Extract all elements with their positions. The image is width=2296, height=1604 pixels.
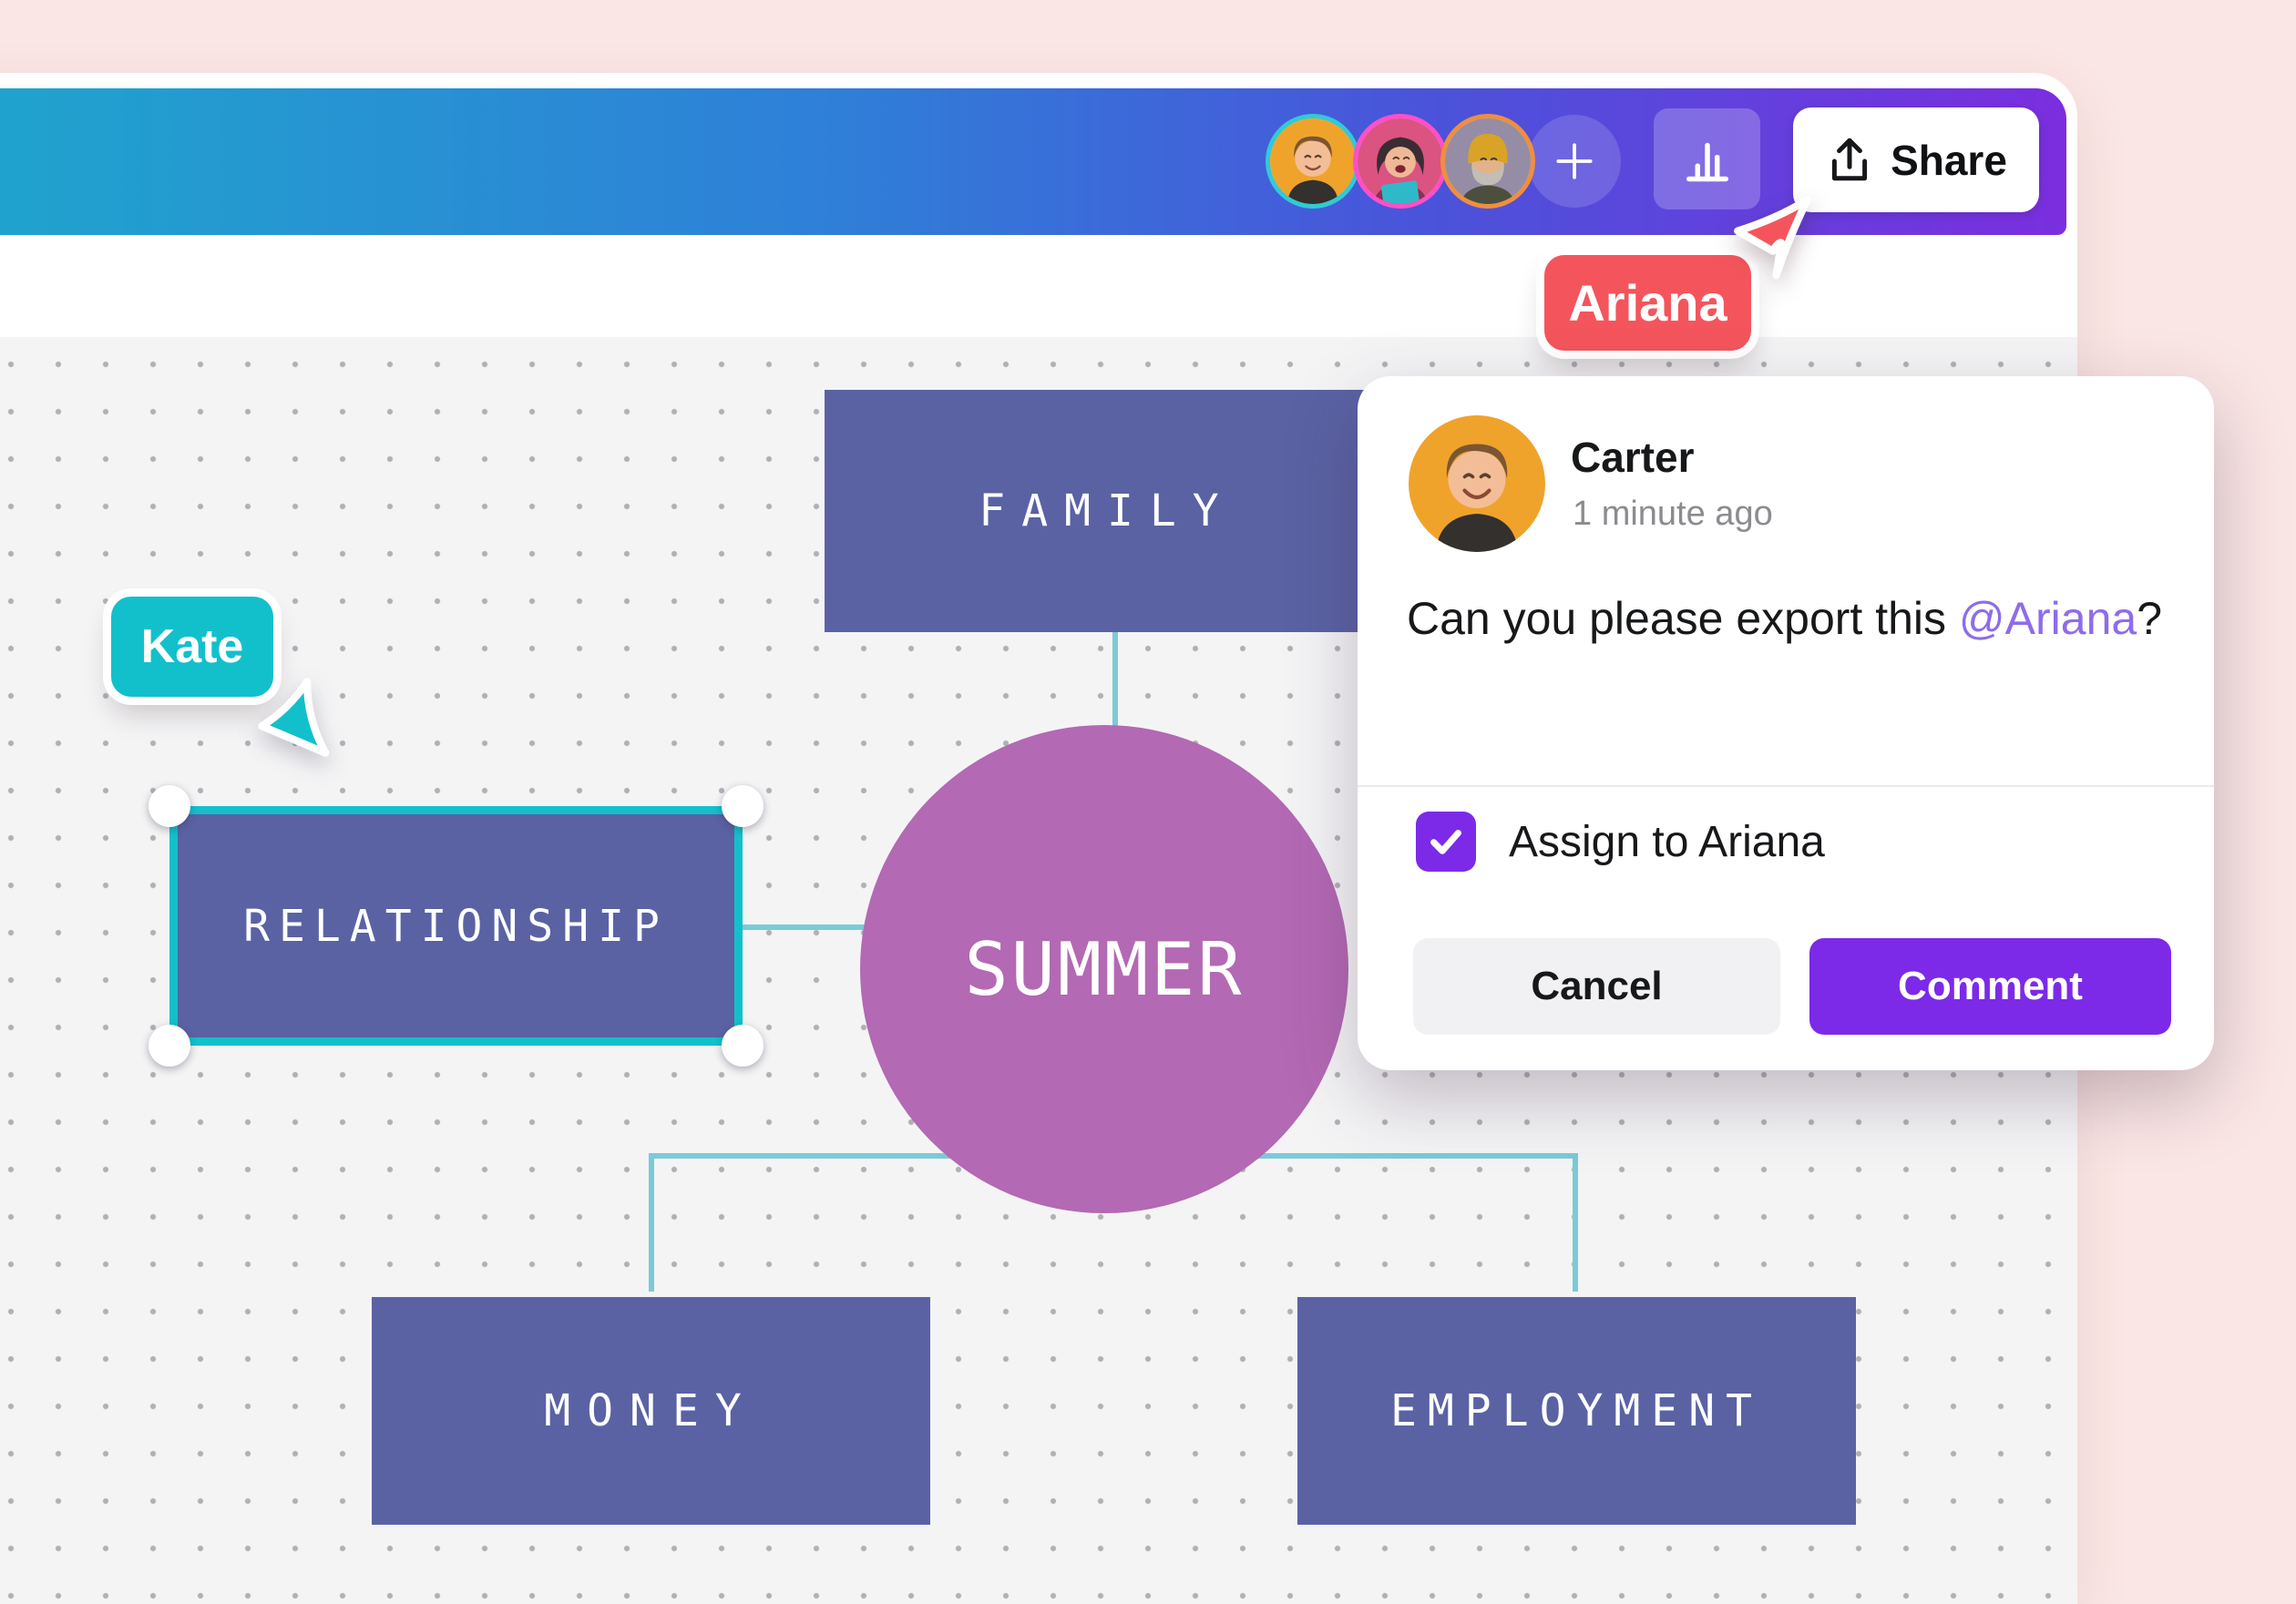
collaborator-avatar-1[interactable] [1266, 114, 1360, 209]
avatar-man-yellow-icon [1409, 415, 1545, 552]
comment-text-after: ? [2137, 593, 2163, 644]
kate-cursor-label: Kate [111, 597, 273, 697]
assign-checkbox-label: Assign to Ariana [1509, 817, 1825, 866]
comment-popup: Carter 1 minute ago Can you please expor… [1358, 376, 2214, 1070]
comment-text: Can you please export this @Ariana? [1407, 580, 2178, 657]
selection-handle-bottom-left[interactable] [149, 1025, 190, 1067]
connector-family-summer [1112, 630, 1118, 727]
kate-cursor-icon [258, 678, 330, 757]
connector-relationship-summer [734, 925, 866, 930]
avatar-woman-pink-icon [1358, 118, 1443, 204]
comment-submit-button[interactable]: Comment [1809, 938, 2171, 1035]
cancel-button[interactable]: Cancel [1413, 938, 1780, 1035]
collaborator-avatar-2[interactable] [1353, 114, 1448, 209]
share-button[interactable]: Share [1793, 107, 2039, 212]
insights-button[interactable] [1654, 108, 1760, 209]
avatar-man-yellow-icon [1270, 118, 1356, 204]
share-button-label: Share [1891, 136, 2007, 184]
comment-mention-link[interactable]: @Ariana [1958, 593, 2137, 644]
mindmap-node-family[interactable]: FAMILY [825, 390, 1389, 632]
comment-author-avatar [1409, 415, 1545, 552]
plus-icon [1556, 143, 1593, 179]
connector-money [649, 1153, 654, 1292]
share-upload-icon [1831, 138, 1868, 180]
add-collaborator-button[interactable] [1528, 115, 1621, 208]
mindmap-node-summer[interactable]: SUMMER [860, 725, 1348, 1213]
mindmap-node-relationship[interactable]: RELATIONSHIP [169, 806, 743, 1046]
mindmap-node-money[interactable]: MONEY [372, 1297, 930, 1525]
connector-employment [1573, 1153, 1578, 1292]
assign-checkbox[interactable] [1416, 812, 1476, 872]
check-icon [1430, 830, 1461, 854]
comment-divider [1358, 785, 2214, 787]
ariana-cursor-label: Ariana [1544, 255, 1751, 351]
mindmap-node-employment[interactable]: EMPLOYMENT [1297, 1297, 1856, 1525]
avatar-man-beanie-icon [1445, 118, 1531, 204]
selection-handle-bottom-right[interactable] [722, 1025, 764, 1067]
comment-timestamp: 1 minute ago [1573, 495, 1773, 533]
selection-handle-top-right[interactable] [722, 785, 764, 827]
collaborator-avatar-3[interactable] [1440, 114, 1535, 209]
comment-author-name: Carter [1571, 434, 1695, 481]
editor-toolbar [0, 88, 2066, 235]
selection-handle-top-left[interactable] [149, 785, 190, 827]
ariana-cursor-icon [1734, 196, 1811, 280]
bar-chart-icon [1686, 142, 1728, 181]
comment-text-body: Can you please export this [1407, 593, 1959, 644]
